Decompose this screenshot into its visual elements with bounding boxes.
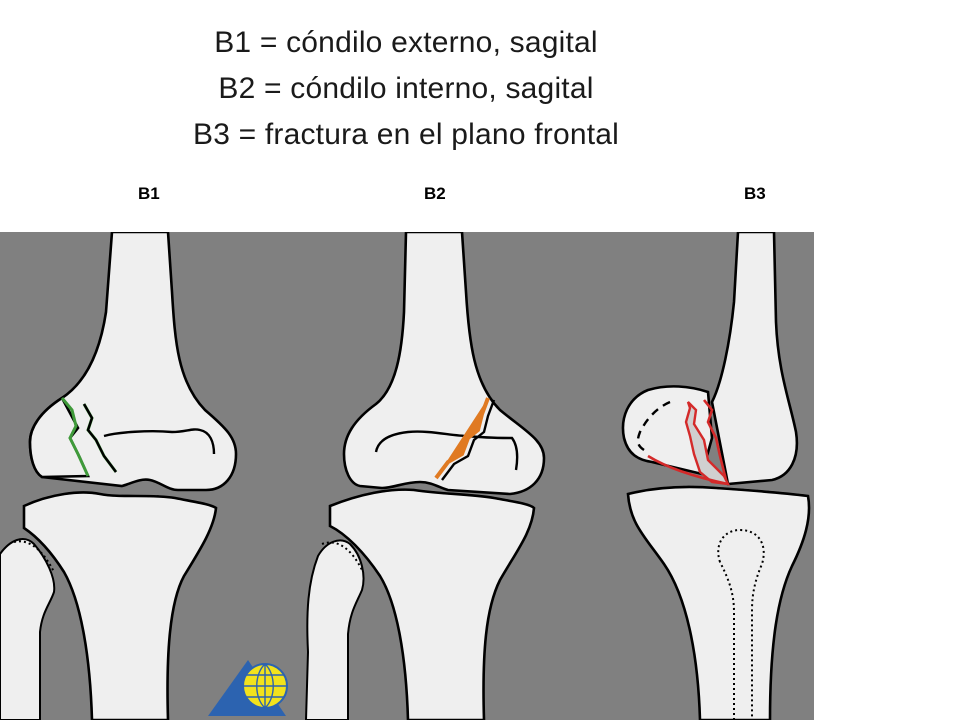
fracture-line-b1-edge [82,403,117,473]
logo-globe-grid [243,663,287,709]
femur-b1-lateral-fragment [28,396,90,479]
ao-globe-triangle-icon [208,660,288,716]
illustration-svg [0,232,811,720]
fracture-line-b3-a [702,399,728,481]
tibia-b3-medullary-canal [717,528,765,720]
tibia-b1-plateau [23,491,217,509]
title-block: B1 = cóndilo externo, sagital B2 = cóndi… [0,20,812,158]
tibia-b2-plateau [329,488,535,509]
tibia-b2 [328,488,536,720]
title-line-b1: B1 = cóndilo externo, sagital [214,26,598,59]
femur-b3 [710,232,799,486]
fibula-b2 [304,539,365,720]
fracture-line-b3-base [647,454,729,486]
panel-b2 [304,232,546,720]
panel-b3 [621,232,811,720]
title-line-b2: B2 = cóndilo interno, sagital [218,72,594,105]
panel-label-b2: B2 [424,184,446,203]
panel-label-b3: B3 [744,184,766,203]
femur-b2 [342,232,546,496]
femur-b3-dashed-outline [636,400,671,451]
fracture-band-b2 [434,397,490,480]
fracture-illustration [0,232,814,720]
title-line-b3: B3 = fractura en el plano frontal [192,118,620,151]
fracture-line-b1-a [60,397,90,477]
tibia-b1 [22,491,218,720]
tibia-b3 [626,485,811,720]
fibula-b1 [0,538,56,720]
fracture-line-b2 [441,399,496,481]
femur-b1-condyle-line [103,428,216,455]
panel-label-b1: B1 [138,184,160,203]
panel-b1 [0,232,238,720]
